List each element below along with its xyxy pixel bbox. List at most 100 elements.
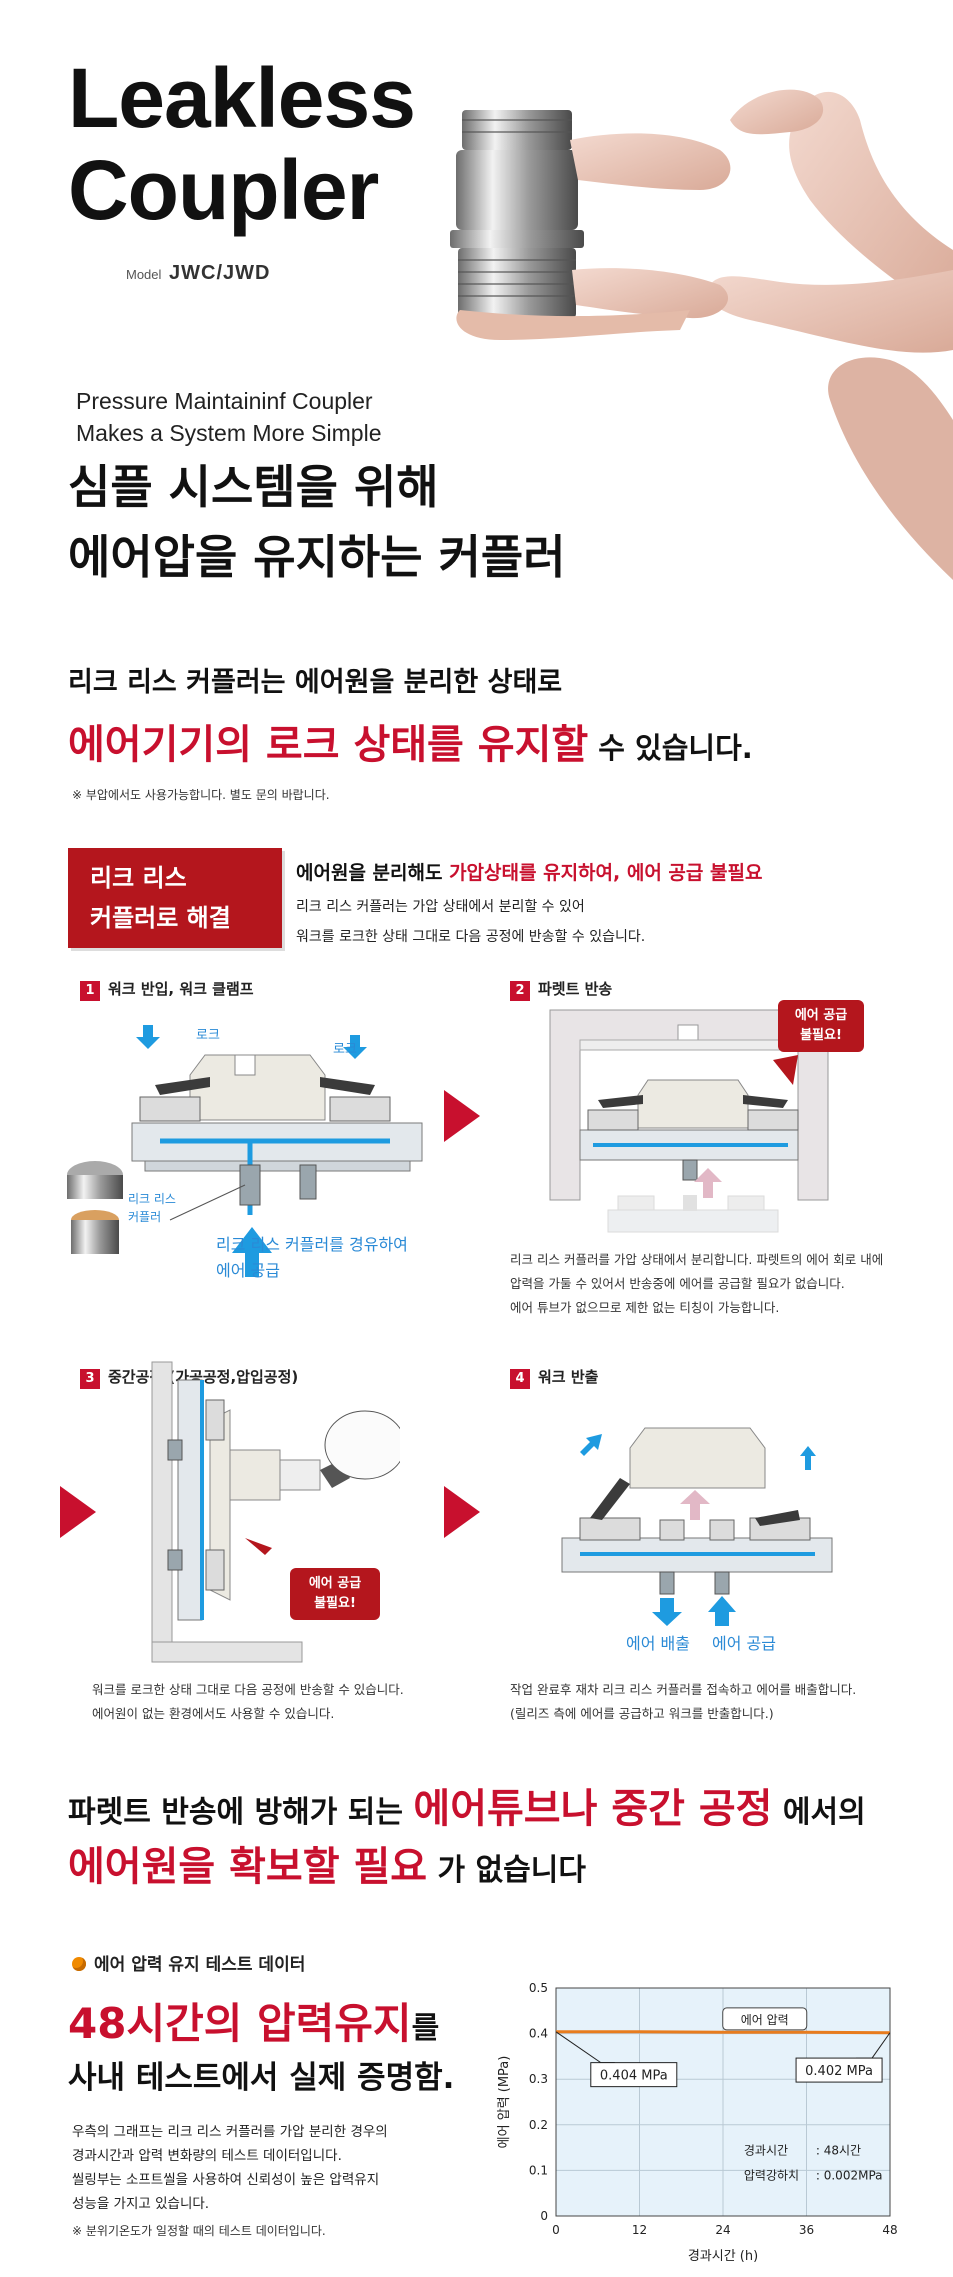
intro-highlight: 에어기기의 로크 상태를 유지할	[68, 722, 589, 768]
chart-start-box	[590, 2062, 678, 2088]
chart-y-tick-label: 0.2	[529, 2118, 548, 2132]
chart-end-value: 0.402 MPa	[805, 2064, 873, 2079]
chart-x-tick-label: 0	[552, 2223, 560, 2237]
step4-number: 4	[510, 1369, 530, 1389]
test-note: ※ 분위기온도가 일정할 때의 테스트 데이터입니다.	[72, 2224, 326, 2238]
hero-english-tagline: Pressure Maintaininf Coupler Makes a Sys…	[76, 385, 381, 449]
chart-info-elapsed-label: 경과시간	[744, 2143, 788, 2157]
hero-en-line2: Makes a System More Simple	[76, 420, 382, 446]
claim-line2: 에어원을 확보할 필요 가 없습니다	[68, 1834, 586, 1892]
step3-number: 3	[80, 1369, 100, 1389]
chart-series-label: 에어 압력	[741, 2013, 789, 2027]
step1-lock-left-label: 로크	[196, 1028, 220, 1043]
step2-cap3: 에어 튜브가 없으므로 제한 없는 티칭이 가능합니다.	[510, 1300, 780, 1315]
chart-x-tick-label: 24	[715, 2223, 730, 2237]
step4-title: 워크 반출	[538, 1368, 599, 1386]
step2-no-air-bubble: 에어 공급 불필요!	[778, 1000, 864, 1052]
step2-bubble-l1: 에어 공급	[794, 1008, 848, 1023]
step1-supply-l1: 리크 리스 커플러를 경유하여	[216, 1235, 408, 1254]
hero-title-line1: Leakless	[68, 51, 416, 145]
step1-supply-l2: 에어 공급	[216, 1261, 280, 1280]
step4-cap1: 작업 완료후 재차 리크 리스 커플러를 접속하고 에어를 배출합니다.	[510, 1682, 857, 1697]
solution-badge: 리크 리스 커플러로 해결	[68, 848, 282, 948]
step4-exhaust-label: 에어 배출	[626, 1634, 690, 1653]
claim-line1-tail: 에서의	[772, 1795, 866, 1830]
chart-y-axis-label: 에어 압력 (MPa)	[497, 2056, 512, 2149]
model-prefix: Model	[126, 267, 162, 282]
chart-y-tick-label: 0.5	[529, 1981, 548, 1995]
intro-line2: 에어기기의 로크 상태를 유지할 수 있습니다.	[68, 712, 753, 770]
step1-coupler-l2: 커플러	[128, 1210, 162, 1224]
step3-diagram	[151, 1361, 400, 1663]
step1-lock-right-label: 로크	[333, 1042, 357, 1057]
hero-title: Leakless Coupler	[68, 51, 416, 236]
intro-note: ※ 부압에서도 사용가능합니다. 별도 문의 바랍니다.	[72, 788, 330, 802]
test-desc1: 우측의 그래프는 리크 리스 커플러를 가압 분리한 경우의	[72, 2124, 388, 2140]
test-desc3: 씰링부는 소프트씰을 사용하여 신뢰성이 높은 압력유지	[72, 2172, 380, 2188]
step3-bubble-l1: 에어 공급	[308, 1576, 362, 1591]
arrow-right-icon	[60, 1486, 96, 1538]
chart-y-tick-label: 0	[540, 2209, 548, 2223]
chart-info-drop-value: : 0.002MPa	[816, 2169, 883, 2183]
step1-heading: 1 워크 반입, 워크 클램프	[80, 978, 254, 1001]
step1-coupler-l1: 리크 리스	[128, 1192, 176, 1206]
step4-cap2: (릴리즈 측에 에어를 공급하고 워크를 반출합니다.)	[510, 1706, 774, 1721]
step2-cap2: 압력을 가둘 수 있어서 반송중에 에어를 공급할 필요가 없습니다.	[510, 1276, 845, 1291]
chart-x-tick-label: 36	[799, 2223, 814, 2237]
chart-axes	[555, 1987, 891, 2217]
step4-caption: 작업 완료후 재차 리크 리스 커플러를 접속하고 에어를 배출합니다. (릴리…	[510, 1678, 856, 1726]
solution-badge-line1: 리크 리스	[90, 864, 187, 892]
chart-x-axis-label: 경과시간 (h)	[688, 2249, 758, 2264]
claim-line2-tail: 가 없습니다	[427, 1853, 586, 1888]
model-name: JWC/JWD	[169, 262, 271, 284]
test-big-line2: 사내 테스트에서 실제 증명함.	[68, 2060, 455, 2096]
chart-start-value: 0.404 MPa	[600, 2069, 668, 2084]
step2-caption: 리크 리스 커플러를 가압 상태에서 분리합니다. 파렛트의 에어 회로 내에 …	[510, 1248, 883, 1320]
step3-cap1: 워크를 로크한 상태 그대로 다음 공정에 반송할 수 있습니다.	[92, 1682, 404, 1697]
claim-line2-highlight: 에어원을 확보할 필요	[68, 1844, 428, 1890]
claim-line1: 파렛트 반송에 방해가 되는 에어튜브나 중간 공정 에서의	[68, 1776, 866, 1834]
bullet-circle-icon	[72, 1957, 86, 1971]
solution-heading-plain: 에어원을 분리해도	[296, 862, 450, 884]
chart-end-box	[795, 2057, 883, 2083]
test-highlight-tail: 를	[411, 2011, 440, 2046]
step2-bubble-l2: 불필요!	[800, 1028, 842, 1043]
test-desc4: 성능을 가지고 있습니다.	[72, 2196, 210, 2212]
step2-number: 2	[510, 981, 530, 1001]
step4-heading: 4 워크 반출	[510, 1366, 598, 1389]
chart-info-drop-label: 압력강하치	[744, 2169, 799, 2183]
chart-y-tick-label: 0.4	[529, 2027, 548, 2041]
step1-title: 워크 반입, 워크 클램프	[108, 980, 254, 998]
solution-line1: 리크 리스 커플러는 가압 상태에서 분리할 수 있어	[296, 899, 585, 915]
step1-coupler-label: 리크 리스 커플러	[128, 1190, 176, 1226]
chart-y-tick-label: 0.3	[529, 2072, 548, 2086]
chart-frame	[555, 1987, 891, 2217]
arrow-right-icon	[444, 1090, 480, 1142]
test-description: 우측의 그래프는 리크 리스 커플러를 가압 분리한 경우의 경과시간과 압력 …	[72, 2120, 388, 2216]
test-heading-text: 에어 압력 유지 테스트 데이터	[94, 1955, 306, 1975]
test-highlight: 48시간의 압력유지	[68, 1999, 412, 2048]
intro-tail: 수 있습니다.	[588, 731, 753, 765]
step3-no-air-bubble: 에어 공급 불필요!	[290, 1568, 380, 1620]
chart-y-tick-label: 0.1	[529, 2163, 548, 2177]
test-big-line1: 48시간의 압력유지를	[68, 1990, 439, 2051]
step2-cap1: 리크 리스 커플러를 가압 상태에서 분리합니다. 파렛트의 에어 회로 내에	[510, 1252, 884, 1267]
solution-badge-line2: 커플러로 해결	[90, 904, 231, 932]
step3-bubble-l2: 불필요!	[314, 1596, 356, 1611]
intro-line1: 리크 리스 커플러는 에어원을 분리한 상태로	[68, 667, 563, 698]
model-line: Model JWC/JWD	[126, 262, 271, 285]
chart-series	[556, 2030, 891, 2035]
step2-title: 파렛트 반송	[538, 980, 613, 998]
step1-supply-label: 리크 리스 커플러를 경유하여 에어 공급	[216, 1232, 408, 1284]
hand-holding-coupler-image	[450, 89, 953, 580]
arrow-right-icon	[444, 1486, 480, 1538]
step1-number: 1	[80, 981, 100, 1001]
hero-en-line1: Pressure Maintaininf Coupler	[76, 388, 373, 414]
solution-line2: 워크를 로크한 상태 그대로 다음 공정에 반송할 수 있습니다.	[296, 929, 646, 945]
chart-series-line	[556, 2030, 891, 2035]
hero-ko-line2: 에어압을 유지하는 커플러	[68, 530, 566, 584]
step4-diagram	[561, 1427, 833, 1626]
